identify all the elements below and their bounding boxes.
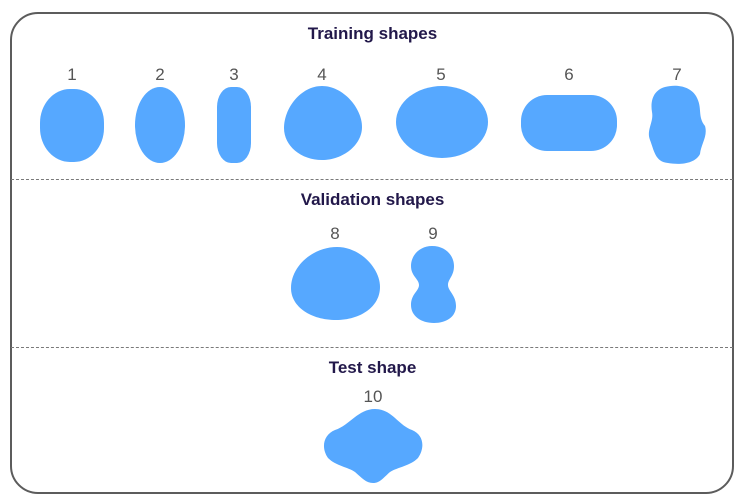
test-shape-title: Test shape [328,358,417,377]
shape-label-5: 5 [436,65,446,84]
shape-1 [40,89,104,162]
shape-5 [396,86,488,158]
shape-8 [291,247,380,320]
divider-validation-test [11,347,733,348]
divider-training-validation [11,179,733,180]
shape-7 [648,85,706,164]
shape-label-6: 6 [564,65,574,84]
validation-shapes-title: Validation shapes [300,190,445,209]
shape-10 [323,409,423,483]
shape-label-7: 7 [672,65,682,84]
training-shapes-title: Training shapes [307,24,438,43]
shape-label-3: 3 [229,65,239,84]
shape-label-1: 1 [67,65,77,84]
shape-3 [217,87,251,163]
shape-label-2: 2 [155,65,165,84]
shape-label-9: 9 [428,224,438,243]
shape-6 [521,95,617,151]
shape-4 [284,86,362,160]
shape-label-8: 8 [330,224,340,243]
shape-9 [411,246,456,323]
shape-2 [135,87,185,163]
shape-label-10: 10 [363,387,383,406]
shape-label-4: 4 [317,65,327,84]
